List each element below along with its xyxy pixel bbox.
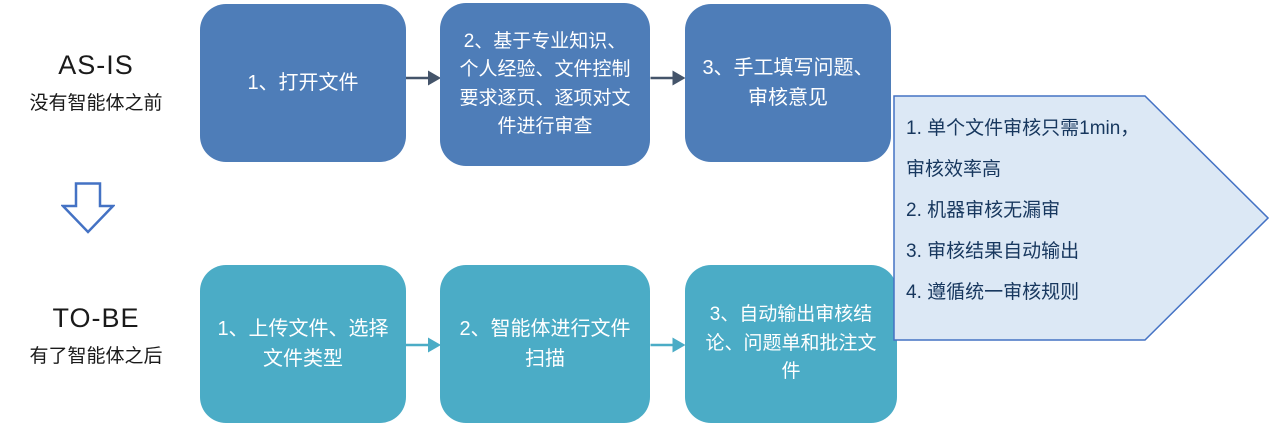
to-be-step-3-label: 3、自动输出审核结论、问题单和批注文件 — [705, 304, 877, 383]
to-be-label-group: TO-BE 有了智能体之后 — [0, 303, 192, 368]
to-be-step-2-label: 2、智能体进行文件扫描 — [459, 318, 631, 370]
benefit-item: 2. 机器审核无漏审 — [906, 200, 1061, 221]
as-is-step-2: 2、基于专业知识、个人经验、文件控制要求逐页、逐项对文件进行审查 — [440, 3, 650, 166]
as-is-label-group: AS-IS 没有智能体之前 — [0, 50, 192, 115]
as-is-step-1-label: 1、打开文件 — [247, 72, 359, 94]
chevron-right-shape — [893, 95, 1269, 341]
benefit-item: 3. 审核结果自动输出 — [906, 241, 1080, 262]
as-is-subtitle: 没有智能体之前 — [29, 93, 163, 114]
benefit-item: 4. 遵循统一审核规则 — [906, 282, 1080, 303]
as-is-step-3: 3、手工填写问题、审核意见 — [685, 4, 891, 162]
as-is-title: AS-IS — [58, 50, 134, 80]
flow-arrow-icon — [649, 334, 686, 356]
benefit-item: 1. 单个文件审核只需1min，审核效率高 — [906, 118, 1140, 180]
to-be-step-1: 1、上传文件、选择文件类型 — [200, 265, 406, 423]
flow-arrow-icon — [405, 334, 441, 356]
to-be-title: TO-BE — [52, 303, 140, 333]
to-be-subtitle: 有了智能体之后 — [29, 346, 163, 367]
benefits-list: 1. 单个文件审核只需1min，审核效率高 2. 机器审核无漏审 3. 审核结果… — [906, 108, 1151, 313]
benefits-banner: 1. 单个文件审核只需1min，审核效率高 2. 机器审核无漏审 3. 审核结果… — [893, 95, 1269, 341]
to-be-step-1-label: 1、上传文件、选择文件类型 — [217, 318, 389, 370]
as-is-step-1: 1、打开文件 — [200, 4, 406, 162]
to-be-step-3: 3、自动输出审核结论、问题单和批注文件 — [685, 265, 897, 423]
as-is-step-3-label: 3、手工填写问题、审核意见 — [702, 57, 874, 109]
flow-arrow-icon — [649, 67, 686, 89]
as-is-step-2-label: 2、基于专业知识、个人经验、文件控制要求逐页、逐项对文件进行审查 — [459, 30, 631, 138]
to-be-step-2: 2、智能体进行文件扫描 — [440, 265, 650, 423]
transform-down-arrow-icon — [61, 182, 115, 234]
flow-arrow-icon — [405, 67, 441, 89]
